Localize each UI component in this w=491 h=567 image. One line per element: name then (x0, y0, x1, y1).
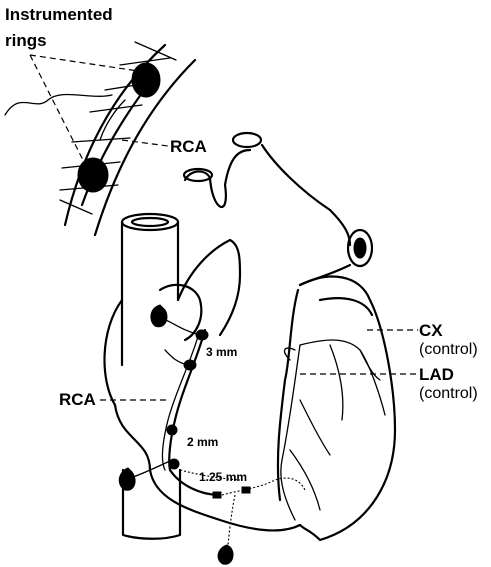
diagonal-3 (290, 450, 320, 510)
label-instrumented: Instrumented (5, 5, 113, 24)
diagonal-2 (300, 400, 330, 455)
label-lad-control: (control) (419, 385, 478, 402)
heart-outline (105, 133, 395, 540)
label-cx: CX (419, 321, 443, 340)
lad-vessel (281, 345, 300, 520)
vena-cava-top (122, 214, 178, 230)
arch-right (262, 145, 350, 245)
arch-left (185, 150, 250, 207)
label-lad: LAD (419, 365, 454, 384)
heart-left-outline (300, 277, 395, 540)
lead-to-bottom (228, 495, 235, 545)
diagonal-1 (330, 345, 343, 420)
label-rca: RCA (59, 390, 96, 409)
label-3mm: 3 mm (206, 345, 237, 359)
plug-bottom (218, 545, 233, 564)
label-rings: rings (5, 31, 47, 50)
ring-2mm-a (167, 425, 177, 435)
pulmonary-trunk-lumen (354, 238, 366, 258)
plug-top (151, 305, 167, 327)
label-2mm: 2 mm (187, 435, 218, 449)
vena-cava-walls (122, 222, 178, 365)
plug-low (119, 468, 135, 490)
label-cx-control: (control) (419, 341, 478, 358)
pointer-rca-inset (122, 140, 168, 146)
pointer-lower-ring (30, 55, 87, 168)
vessel-inset (5, 42, 195, 235)
branch-vessel-2 (233, 133, 261, 147)
coronary-branches (281, 340, 385, 520)
label-1-25mm: 1.25 mm (199, 470, 247, 484)
vena-cava-lumen (132, 218, 168, 226)
cx-groove (320, 298, 372, 315)
label-rca-inset: RCA (170, 137, 207, 156)
instrumented-ring-upper (132, 63, 160, 97)
ring-125mm-a (213, 492, 221, 498)
